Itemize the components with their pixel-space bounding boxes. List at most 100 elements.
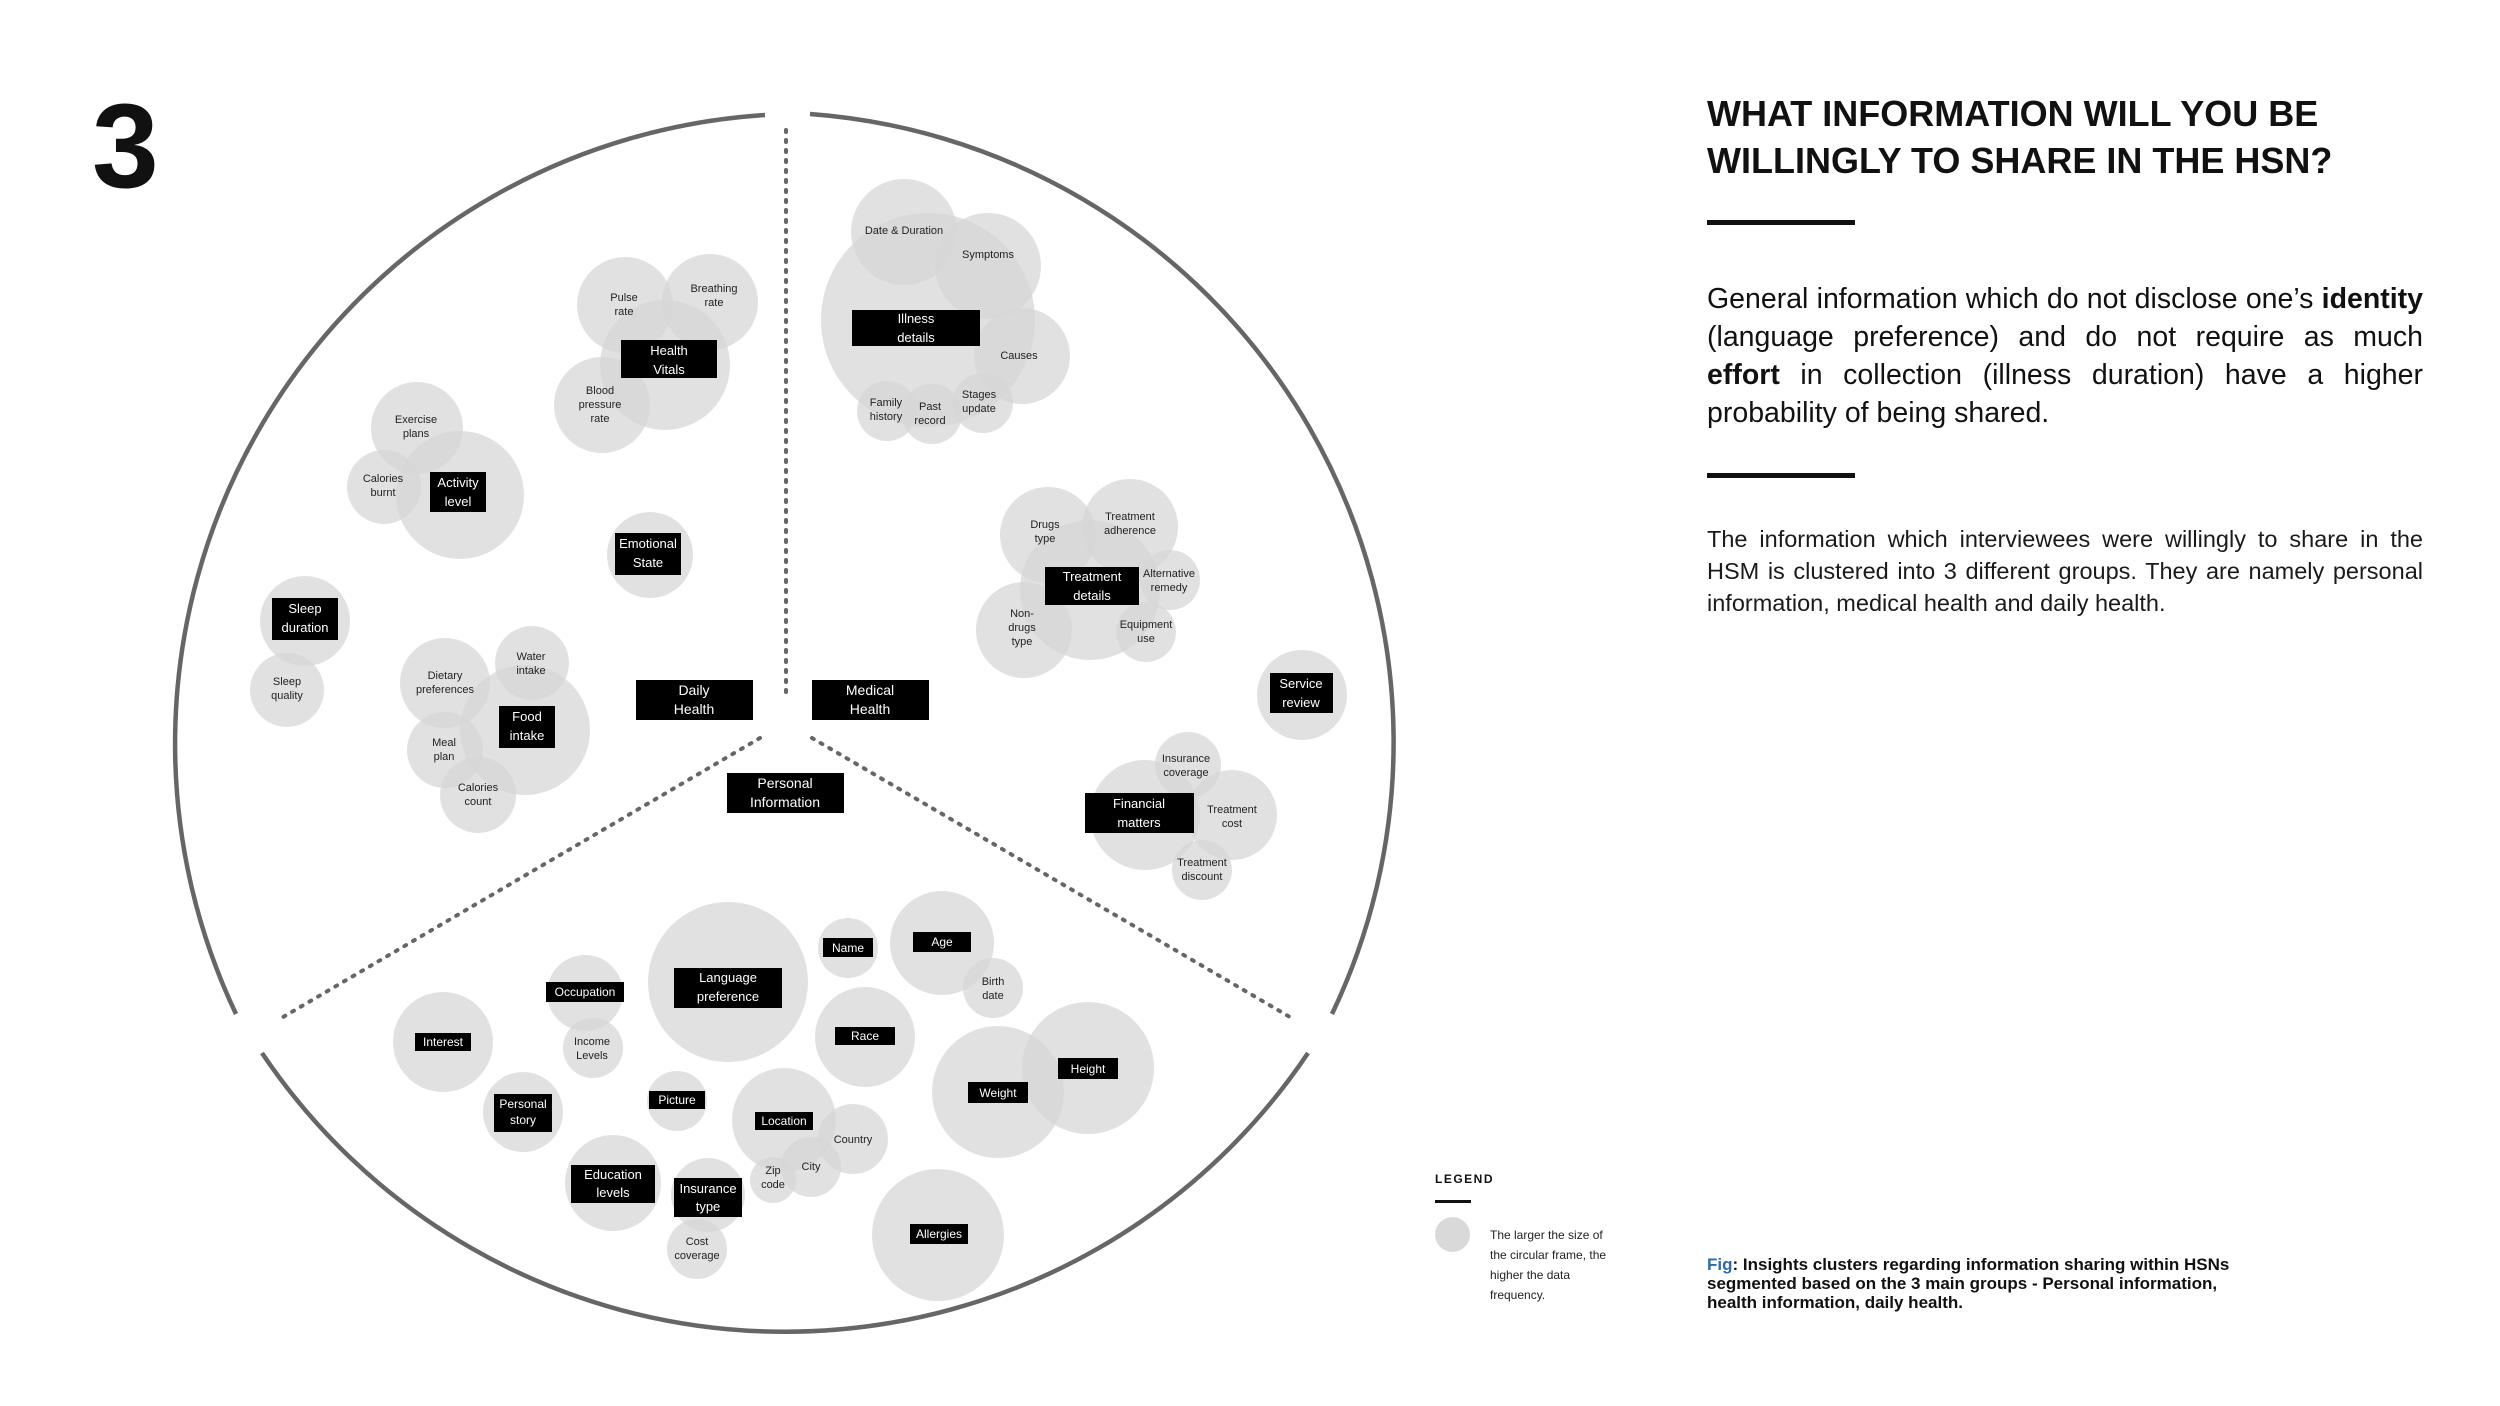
box-food-intake bbox=[499, 706, 555, 748]
box-insurance-type bbox=[674, 1178, 742, 1217]
outer-arc-daily bbox=[172, 112, 766, 1015]
box-picture bbox=[649, 1091, 705, 1109]
box-weight bbox=[968, 1082, 1028, 1103]
bubble-equipment-use bbox=[1116, 602, 1176, 662]
bubble-city bbox=[781, 1137, 841, 1197]
bubble-cost-coverage bbox=[667, 1219, 727, 1279]
box-interest bbox=[415, 1033, 471, 1051]
label-symptoms: Symptoms bbox=[962, 249, 1014, 261]
label-height: Height bbox=[1071, 1062, 1106, 1076]
label-date-duration: Date & Duration bbox=[865, 225, 943, 237]
box-personal-story bbox=[494, 1094, 552, 1132]
box-location bbox=[755, 1112, 813, 1130]
label-name: Name bbox=[832, 941, 864, 955]
bubble-symptoms bbox=[935, 213, 1041, 319]
title-line-2: WILLINGLY TO SHARE IN THE HSN? bbox=[1707, 140, 2333, 181]
box-illness-details bbox=[852, 310, 980, 346]
box-name bbox=[823, 938, 873, 957]
box-activity-level bbox=[430, 472, 486, 512]
caption-text: : Insights clusters regarding informatio… bbox=[1707, 1255, 2230, 1312]
lead-text-1: General information which do not disclos… bbox=[1707, 283, 2322, 315]
box-height bbox=[1058, 1058, 1118, 1079]
lead-text-2: (language preference) and do not require… bbox=[1707, 321, 2423, 353]
bubble-past-record bbox=[902, 384, 962, 444]
bubble-sleep-quality bbox=[250, 653, 324, 727]
label-race: Race bbox=[851, 1029, 879, 1043]
label-country: Country bbox=[834, 1134, 873, 1146]
lead-paragraph: General information which do not disclos… bbox=[1707, 280, 2423, 432]
legend-bubble-icon bbox=[1435, 1217, 1470, 1252]
bubble-income-levels bbox=[563, 1018, 623, 1078]
legend-title: LEGEND bbox=[1435, 1172, 1495, 1186]
box-race bbox=[835, 1027, 895, 1045]
divider-right bbox=[810, 736, 1297, 1022]
box-personal-information bbox=[727, 773, 844, 813]
outer-arc-medical bbox=[809, 111, 1396, 1015]
page-number: 3 bbox=[92, 79, 159, 213]
label-causes: Causes bbox=[1000, 350, 1038, 362]
label-occupation: Occupation bbox=[555, 985, 616, 999]
box-medical-health bbox=[812, 680, 929, 720]
bubble-drugs-type bbox=[1000, 487, 1096, 583]
legend-text: The larger the size of the circular fram… bbox=[1490, 1228, 1607, 1302]
box-service-review bbox=[1270, 673, 1333, 713]
label-allergies: Allergies bbox=[916, 1227, 962, 1241]
label-city: City bbox=[802, 1161, 821, 1173]
box-age bbox=[913, 932, 971, 952]
bubble-stages-update bbox=[953, 373, 1013, 433]
box-sleep-duration bbox=[272, 598, 338, 640]
lead-bold-effort: effort bbox=[1707, 359, 1780, 391]
bubble-alternative-remedy bbox=[1140, 550, 1200, 610]
bubble-date-duration bbox=[851, 179, 957, 285]
page-title: WHAT INFORMATION WILL YOU BE WILLINGLY T… bbox=[1707, 90, 2467, 184]
box-allergies bbox=[910, 1224, 968, 1244]
bubble-family-history bbox=[857, 381, 917, 441]
box-financial-matters bbox=[1085, 793, 1194, 833]
outer-ring bbox=[172, 111, 1396, 1334]
body-paragraph: The information which interviewees were … bbox=[1707, 526, 2423, 616]
box-treatment-details bbox=[1045, 567, 1139, 605]
label-picture: Picture bbox=[658, 1093, 696, 1107]
bubble-calories-count bbox=[440, 757, 516, 833]
bubble-non-drugs-type bbox=[976, 582, 1072, 678]
bubble-treatment-cost bbox=[1187, 770, 1277, 860]
box-daily-health bbox=[636, 680, 753, 720]
bubble-treatment-discount bbox=[1172, 840, 1232, 900]
title-rule bbox=[1707, 220, 1855, 225]
caption-fig: Fig bbox=[1707, 1255, 1733, 1274]
label-boxes bbox=[272, 310, 1333, 1244]
title-line-1: WHAT INFORMATION WILL YOU BE bbox=[1707, 93, 2319, 134]
